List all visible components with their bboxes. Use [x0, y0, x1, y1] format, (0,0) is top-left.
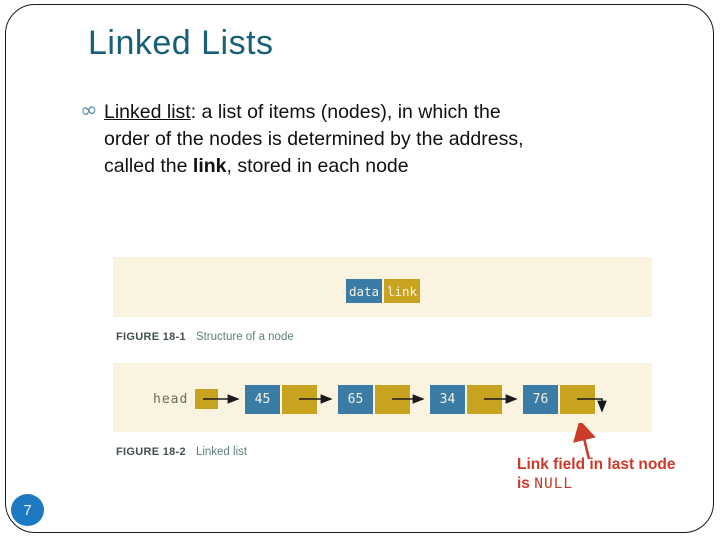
- pointer-arrows: [203, 394, 607, 413]
- null-keyword: NULL: [534, 476, 574, 492]
- figure2-caption: FIGURE 18-2 Linked list: [116, 446, 247, 458]
- node-data-field: data: [346, 279, 382, 303]
- term-linked-list: Linked list: [104, 101, 191, 123]
- figure1-caption: FIGURE 18-1 Structure of a node: [116, 331, 294, 343]
- figure1-caption-label: FIGURE 18-1: [116, 331, 186, 343]
- bullet-line2: order of the nodes is determined by the …: [104, 128, 524, 150]
- list-node-data: 34: [430, 385, 465, 414]
- null-annotation-line2-prefix: is: [517, 475, 535, 492]
- page-number-badge: 7: [11, 494, 44, 526]
- figure2-caption-label: FIGURE 18-2: [116, 446, 186, 458]
- bullet-icon: ∞: [78, 96, 100, 124]
- list-node-data: 76: [523, 385, 558, 414]
- figure2-panel: head 45 65 34 76: [113, 363, 652, 432]
- bullet-line1-rest: : a list of items (nodes), in which the: [190, 101, 501, 123]
- bullet-paragraph: Linked list: a list of items (nodes), in…: [104, 99, 656, 180]
- bullet-line3-pre: called the: [104, 155, 193, 177]
- list-node-data: 45: [245, 385, 280, 414]
- figure2-caption-text: Linked list: [195, 446, 248, 458]
- head-pointer-label: head: [153, 392, 189, 407]
- slide-title: Linked Lists: [88, 24, 274, 62]
- figure1-caption-text: Structure of a node: [195, 331, 294, 343]
- null-annotation-line1: Link field in last node: [517, 456, 676, 473]
- list-node-data: 65: [338, 385, 373, 414]
- null-annotation-arrow-icon: [573, 423, 596, 460]
- node-link-field: link: [384, 279, 420, 303]
- null-annotation: Link field in last node is NULL: [517, 455, 675, 494]
- page-number: 7: [23, 501, 32, 519]
- figure1-panel: data link: [113, 257, 652, 317]
- term-link: link: [192, 155, 227, 177]
- bullet-line3-post: , stored in each node: [226, 155, 409, 177]
